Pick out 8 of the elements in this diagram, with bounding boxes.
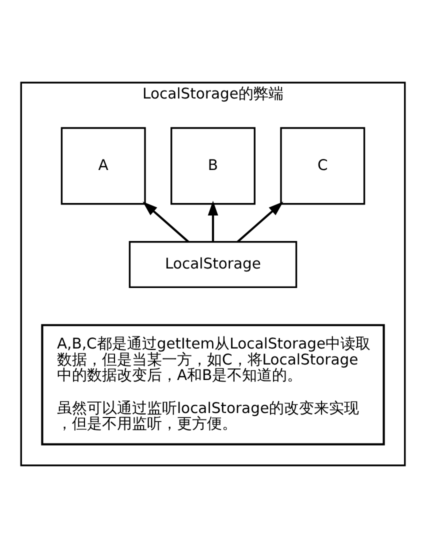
node-box: LocalStorage [128,241,298,288]
arrow [236,202,284,243]
arrow [208,200,218,242]
node-box: A,B,C都是通过getItem从LocalStorage中读取数据，但是当某一方，如C，将LocalStorage中的数据改变后，A和B是不知道的。 虽然可以通过监听localStorage的改变来实现，但是不用监听，更方便。 [41,324,385,446]
node-box: B [170,127,256,205]
node-box: C [280,127,366,205]
node-box: A [60,127,146,205]
arrow [142,202,190,243]
